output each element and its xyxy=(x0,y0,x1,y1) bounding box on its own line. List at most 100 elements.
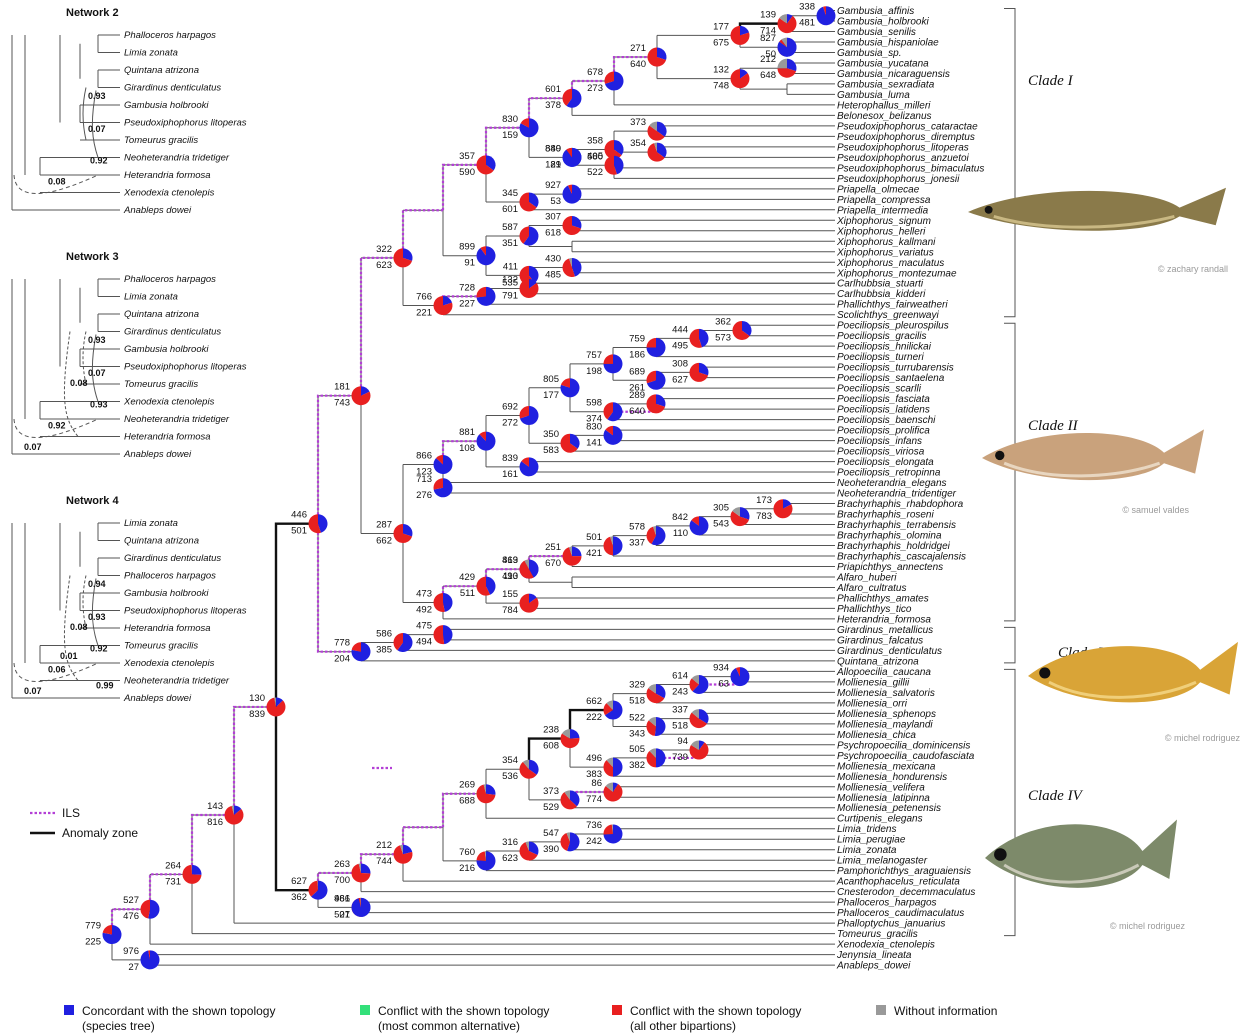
legend-label: Conflict with the shown topology xyxy=(378,1004,549,1018)
support-bottom: 378 xyxy=(545,100,561,111)
support-bottom: 783 xyxy=(756,511,772,522)
support-bottom: 390 xyxy=(543,844,559,855)
support-top: 430 xyxy=(545,254,561,265)
support-bottom: 198 xyxy=(586,366,602,377)
taxon-label: Poeciliopsis_hnilickai xyxy=(837,342,932,353)
support-pie xyxy=(520,192,539,211)
support-bottom: 108 xyxy=(459,443,475,454)
taxon-label: Phallichthys_amates xyxy=(837,593,929,604)
support-pie xyxy=(690,675,709,694)
pie-slice xyxy=(352,898,371,917)
support-pie xyxy=(520,118,539,137)
support-top: 181 xyxy=(334,382,350,393)
support-top: 264 xyxy=(165,860,181,871)
taxon-label: Phalloptychus_januarius xyxy=(837,919,945,930)
network-taxon: Pseudoxiphophorus litoperas xyxy=(124,606,247,617)
taxon-label: Xiphophorus_montezumae xyxy=(836,268,957,279)
support-bottom: 216 xyxy=(459,863,475,874)
support-bottom: 590 xyxy=(459,167,475,178)
taxon-label: Brachyrhaphis_cascajalensis xyxy=(837,551,966,562)
support-top: 307 xyxy=(545,212,561,223)
network-taxon: Anableps dowei xyxy=(123,693,192,704)
reticulation xyxy=(83,88,86,141)
support-bottom: 494 xyxy=(416,637,432,648)
support-pie xyxy=(778,14,797,33)
taxon-label: Psychropoecilia_dominicensis xyxy=(837,740,970,751)
pie-slice xyxy=(731,667,750,686)
support-top: 587 xyxy=(502,222,518,233)
clade-label: Clade II xyxy=(1028,418,1079,434)
support-pie xyxy=(434,478,453,497)
taxon-label: Phallichthys_fairweatheri xyxy=(837,300,948,311)
network-taxon: Quintana atrizona xyxy=(124,536,199,547)
clade-label: Clade I xyxy=(1028,73,1074,89)
support-bottom: 573 xyxy=(715,332,731,343)
support-bottom: 53 xyxy=(550,196,561,207)
support-pie xyxy=(352,642,371,661)
clade-bracket xyxy=(1004,323,1015,621)
network-taxon: Xenodexia ctenolepis xyxy=(123,658,215,669)
support-pie xyxy=(647,684,666,703)
support-bottom: 816 xyxy=(207,817,223,828)
pie-slice xyxy=(443,593,453,612)
network-taxon: Tomeurus gracilis xyxy=(124,135,198,146)
taxon-label: Poeciliopsis_viriosa xyxy=(837,447,925,458)
support-pie xyxy=(604,354,623,373)
taxon-label: Poeciliopsis_latidens xyxy=(837,405,930,416)
taxon-label: Belonesox_belizanus xyxy=(837,111,932,122)
network-value: 0.07 xyxy=(88,124,106,134)
taxon-label: Pseudoxiphophorus_diremptus xyxy=(837,132,975,143)
pie-slice xyxy=(613,536,623,555)
support-top: 86 xyxy=(591,778,602,789)
support-top: 475 xyxy=(416,621,432,632)
network-panel: Network 2Phalloceros harpagosLimia zonat… xyxy=(12,7,247,216)
network-value: 0.08 xyxy=(70,622,88,632)
support-pie xyxy=(434,296,453,315)
support-top: 759 xyxy=(629,333,645,344)
pie-slice xyxy=(572,547,582,557)
support-pie xyxy=(647,748,666,767)
pie-slice xyxy=(604,825,614,835)
support-pie xyxy=(647,338,666,357)
legend-swatch xyxy=(612,1005,622,1015)
support-top: 132 xyxy=(502,274,518,285)
support-top: 155 xyxy=(502,589,518,600)
support-top: 446 xyxy=(291,510,307,521)
support-pie xyxy=(520,457,539,476)
taxon-label: Girardinus_falcatus xyxy=(837,635,923,646)
support-bottom: 495 xyxy=(672,340,688,351)
support-bottom: 204 xyxy=(334,654,350,665)
network-taxon: Gambusia holbrooki xyxy=(124,100,209,111)
clade-label: Clade IV xyxy=(1028,788,1084,804)
support-pie xyxy=(309,514,328,533)
network-taxon: Xenodexia ctenolepis xyxy=(123,188,215,199)
legend-swatch xyxy=(876,1005,886,1015)
taxon-label: Poeciliopsis_infans xyxy=(837,436,922,447)
taxon-label: Cnesterodon_decemmaculatus xyxy=(837,887,975,898)
support-top: 547 xyxy=(543,828,559,839)
support-pie xyxy=(434,593,453,612)
fish-eye xyxy=(995,451,1004,460)
taxon-label: Gambusia_nicaraguensis xyxy=(837,69,950,80)
support-top: 728 xyxy=(459,282,475,293)
network-value: 0.92 xyxy=(48,421,66,431)
support-pie xyxy=(562,148,581,167)
support-top: 627 xyxy=(291,876,307,887)
support-pie xyxy=(476,432,495,451)
support-top: 305 xyxy=(713,503,729,514)
support-top: 329 xyxy=(629,680,645,691)
network-taxon: Heterandria formosa xyxy=(124,170,211,181)
taxon-label: Gambusia_affinis xyxy=(837,6,914,17)
support-bottom: 123 xyxy=(416,466,432,477)
pie-slice xyxy=(647,338,657,348)
support-bottom: 337 xyxy=(629,538,645,549)
network-taxon: Tomeurus gracilis xyxy=(124,379,198,390)
support-pie xyxy=(562,216,581,235)
support-bottom: 543 xyxy=(713,519,729,530)
support-bottom: 141 xyxy=(586,437,602,448)
network-taxon: Xenodexia ctenolepis xyxy=(123,397,215,408)
taxon-label: Poeciliopsis_retropinna xyxy=(837,468,941,479)
taxon-label: Xenodexia_ctenolepis xyxy=(836,940,935,951)
